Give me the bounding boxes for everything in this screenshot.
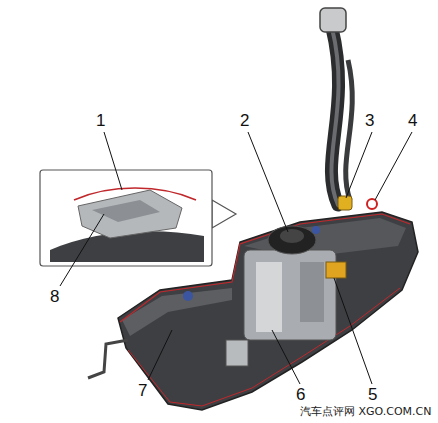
pump-part bbox=[300, 262, 324, 322]
filler-neck-highlight bbox=[331, 28, 338, 205]
inset-seam bbox=[74, 188, 196, 200]
tank-top-face bbox=[122, 288, 232, 336]
leader-lines bbox=[60, 132, 412, 384]
callout-number: 8 bbox=[50, 288, 59, 305]
pump-part bbox=[256, 262, 282, 332]
pump-flange bbox=[280, 229, 304, 243]
pump-module bbox=[244, 250, 336, 340]
watermark: 汽车点评网 XGO.COM.CN bbox=[300, 406, 432, 417]
callout-number: 7 bbox=[138, 382, 147, 399]
valve bbox=[338, 196, 352, 210]
callout-number: 6 bbox=[296, 386, 305, 403]
callout-number: 1 bbox=[96, 112, 105, 129]
filler-cap bbox=[320, 8, 346, 32]
plug bbox=[183, 291, 193, 301]
valve-ring bbox=[367, 199, 377, 209]
inset-pointer bbox=[212, 200, 236, 228]
inset-frame bbox=[40, 170, 212, 266]
vent-hose bbox=[346, 60, 353, 200]
callout-number: 3 bbox=[365, 112, 374, 129]
pump-flange bbox=[268, 226, 316, 254]
pipe bbox=[88, 340, 128, 378]
callout-number: 5 bbox=[368, 386, 377, 403]
callout-number: 4 bbox=[408, 112, 417, 129]
callout-number: 2 bbox=[240, 112, 249, 129]
inset-part bbox=[92, 200, 160, 222]
bracket bbox=[226, 340, 248, 366]
filler-neck bbox=[331, 28, 338, 205]
plug bbox=[312, 226, 320, 234]
level-sender bbox=[326, 262, 346, 278]
